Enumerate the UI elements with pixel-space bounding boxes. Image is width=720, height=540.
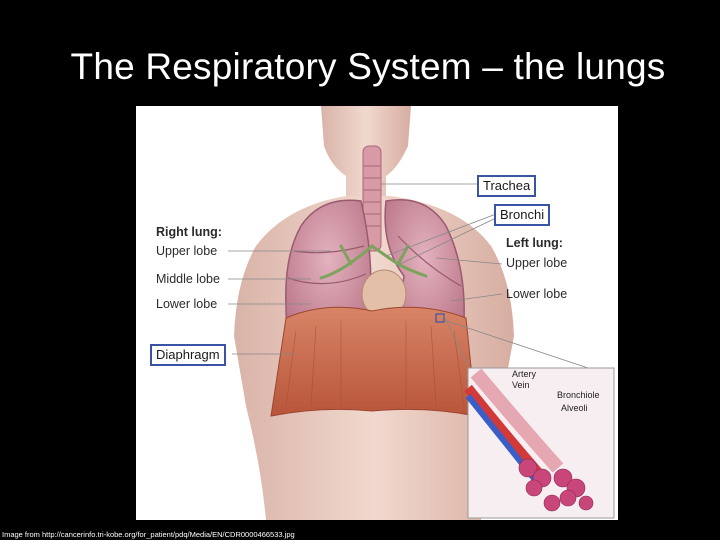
inset-label-bronchiole: Bronchiole <box>557 391 600 400</box>
label-right-lower-lobe: Lower lobe <box>156 298 217 311</box>
label-left-lower-lobe: Lower lobe <box>506 288 567 301</box>
inset-label-alveoli: Alveoli <box>561 404 588 413</box>
label-left-upper-lobe: Upper lobe <box>506 257 567 270</box>
label-bronchi: Bronchi <box>494 204 550 226</box>
anatomy-drawing <box>136 106 618 520</box>
image-credit: Image from http://cancerinfo.tri-kobe.or… <box>2 530 295 539</box>
diaphragm-shape <box>271 307 476 416</box>
label-middle-lobe: Middle lobe <box>156 273 220 286</box>
lungs-illustration: Trachea Bronchi Right lung: Upper lobe M… <box>136 106 618 520</box>
label-right-upper-lobe: Upper lobe <box>156 245 217 258</box>
slide-title: The Respiratory System – the lungs <box>0 46 720 88</box>
label-diaphragm: Diaphragm <box>150 344 226 366</box>
label-left-lung: Left lung: <box>506 237 563 250</box>
label-right-lung: Right lung: <box>156 226 222 239</box>
inset-label-vein: Vein <box>512 381 530 390</box>
inset-label-artery: Artery <box>512 370 536 379</box>
label-trachea: Trachea <box>477 175 536 197</box>
